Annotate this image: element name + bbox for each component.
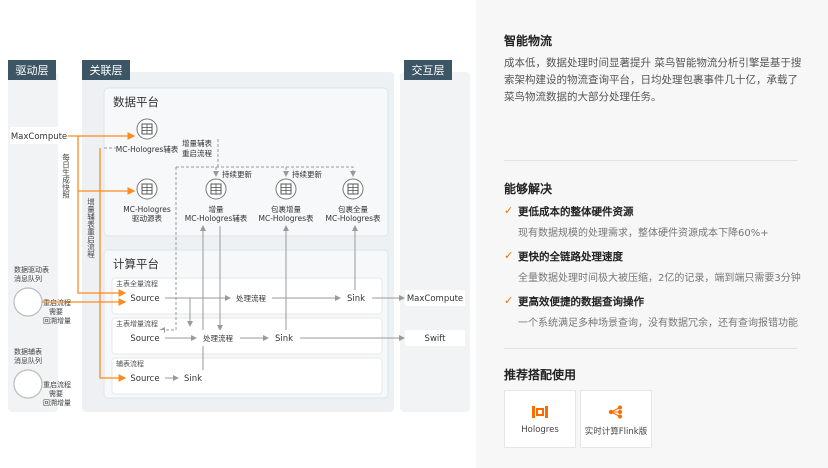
sink2-node	[269, 330, 299, 346]
aux-queue-note-1: 重启流程	[43, 380, 71, 389]
pkg-incr-label-2: MC-Hologres表	[258, 213, 314, 223]
source2-node	[126, 330, 164, 346]
feature-desc-1: 现有数据规模的处理需求，整体硬件资源成本下降60%+	[518, 228, 769, 239]
continuous-update-label-1: 持续更新	[222, 169, 252, 179]
hologres-drive-table-icon	[136, 178, 158, 200]
continuous-update-label-2: 持续更新	[292, 169, 322, 179]
product-card-flink[interactable]: 实时计算Flink版	[580, 390, 652, 448]
process2-label: 处理流程	[203, 333, 233, 343]
dashed-top-bus	[176, 166, 356, 177]
mc-hologres-drive-label-1: MC-Hologres	[123, 205, 171, 214]
interact-layer-label: 交互层	[412, 63, 445, 77]
feature-title-3: 更高效便捷的数据查询操作	[518, 296, 644, 308]
feature-desc-3: 一个系统满足多种场景查询，没有数据冗余，还有查询报错功能	[518, 318, 798, 329]
source1-label: Source	[130, 294, 159, 304]
pkg-full-label-1: 包裹全量	[338, 204, 368, 214]
check-icon: ✓	[504, 294, 514, 307]
swift-node	[405, 330, 465, 346]
assoc-layer-tag	[82, 60, 130, 80]
source1-node	[126, 290, 164, 306]
solution-description: 成本低，数据处理时间显著提升 菜鸟智能物流分析引擎是基于搜索架构建设的物流查询平…	[504, 57, 802, 103]
divider-2	[504, 348, 798, 349]
hologres-label: Hologres	[521, 425, 559, 435]
solution-sidebar: 智能物流 成本低，数据处理时间显著提升 菜鸟智能物流分析引擎是基于搜索架构建设的…	[476, 0, 828, 468]
flink-icon	[608, 405, 622, 419]
drive-queue-note-2: 需要	[49, 308, 63, 316]
process1-label: 处理流程	[236, 293, 266, 303]
drive-layer-tag	[8, 60, 56, 80]
assoc-layer-label: 关联层	[90, 63, 123, 77]
hologres-incr-table-icon	[205, 178, 227, 200]
product-card-hologres[interactable]: Hologres	[504, 390, 576, 448]
aux-queue-label-1: 数据辅表	[14, 347, 42, 356]
drive-layer-label: 驱动层	[16, 64, 49, 77]
arrow-to-source1	[77, 191, 127, 297]
process2-node	[197, 330, 239, 346]
incr-label-2: MC-Hologres辅表	[185, 213, 248, 223]
architecture-diagram: 驱动层 关联层 交互层 数据平台 计算平台 主表全量流程 主表增量流程 辅表流程…	[8, 60, 470, 412]
check-icon: ✓	[504, 204, 514, 217]
hologres-pkg-full-table-icon	[342, 178, 364, 200]
sink1-node	[341, 290, 371, 306]
drive-queue-note-3: 回溯增量	[43, 316, 71, 325]
dashed-incr-restart	[159, 167, 177, 333]
incr-aux-restart-vertical: 增量辅表重启流程	[86, 197, 95, 259]
hologres-aux-table-icon	[136, 118, 158, 140]
arrow-to-source3	[99, 148, 127, 382]
swift-label: Swift	[425, 334, 447, 344]
aux-queue-note-3: 回溯增量	[43, 398, 71, 407]
aux-restart-label-2: 重启流程	[182, 148, 212, 158]
aux-flow-label: 辅表流程	[116, 359, 144, 368]
compute-platform-title: 计算平台	[113, 257, 159, 271]
mc-hologres-aux-label: MC-Hologres辅表	[116, 144, 179, 154]
hologres-icon	[532, 406, 548, 418]
main-incr-flow-row	[111, 317, 383, 355]
flink-label: 实时计算Flink版	[584, 427, 648, 437]
hologres-pkg-incr-table-icon	[275, 178, 297, 200]
aux-queue-circle	[13, 369, 43, 399]
sink1-label: Sink	[347, 294, 365, 304]
source3-label: Source	[130, 374, 159, 384]
maxcompute-right-label: MaxCompute	[407, 294, 463, 304]
maxcompute-right-node	[405, 290, 465, 306]
feature-title-1: 更低成本的整体硬件资源	[518, 206, 634, 218]
sink3-label: Sink	[184, 374, 202, 384]
feature-title-2: 更快的全链路处理速度	[518, 251, 623, 263]
pkg-full-label-2: MC-Hologres表	[325, 213, 381, 223]
interact-layer-column	[400, 72, 470, 412]
check-icon: ✓	[504, 249, 514, 262]
solution-title: 智能物流	[504, 34, 553, 48]
feature-desc-2: 全量数据处理时间极大被压缩，2亿的记录，端到端只需要3分钟	[518, 273, 801, 284]
daily-snapshot-label: 每日生成快照	[61, 152, 70, 200]
sink2-label: Sink	[275, 334, 293, 344]
drive-layer-column	[8, 72, 58, 412]
recommend-title: 推荐搭配使用	[504, 368, 577, 382]
data-platform-box	[103, 87, 389, 237]
interact-layer-tag	[404, 60, 452, 80]
aux-queue-label-2: 消息队列	[14, 356, 42, 365]
data-platform-title: 数据平台	[113, 95, 159, 109]
main-incr-flow-label: 主表增量流程	[116, 319, 158, 328]
solve-title: 能够解决	[504, 182, 553, 196]
daily-snapshot-text: 每日生成快照	[61, 152, 70, 200]
aux-queue-note-2: 需要	[49, 390, 63, 398]
aux-restart-label-1: 增量辅表	[182, 138, 212, 148]
incr-label-1: 增量	[209, 204, 224, 214]
divider-1	[504, 160, 798, 161]
maxcompute-left-node	[10, 127, 68, 144]
maxcompute-left-label: MaxCompute	[11, 132, 67, 142]
mc-hologres-drive-label-2: 驱动源表	[132, 213, 162, 223]
sink3-node	[179, 370, 207, 386]
drive-queue-circle	[13, 287, 43, 317]
source3-node	[126, 370, 164, 386]
main-full-flow-label: 主表全量流程	[116, 279, 158, 288]
process1-node	[231, 290, 271, 306]
drive-queue-label-2: 消息队列	[14, 274, 42, 283]
source2-label: Source	[130, 334, 159, 344]
drive-queue-label-1: 数据驱动表	[14, 265, 49, 274]
pkg-incr-label-1: 包裹增量	[271, 204, 301, 214]
